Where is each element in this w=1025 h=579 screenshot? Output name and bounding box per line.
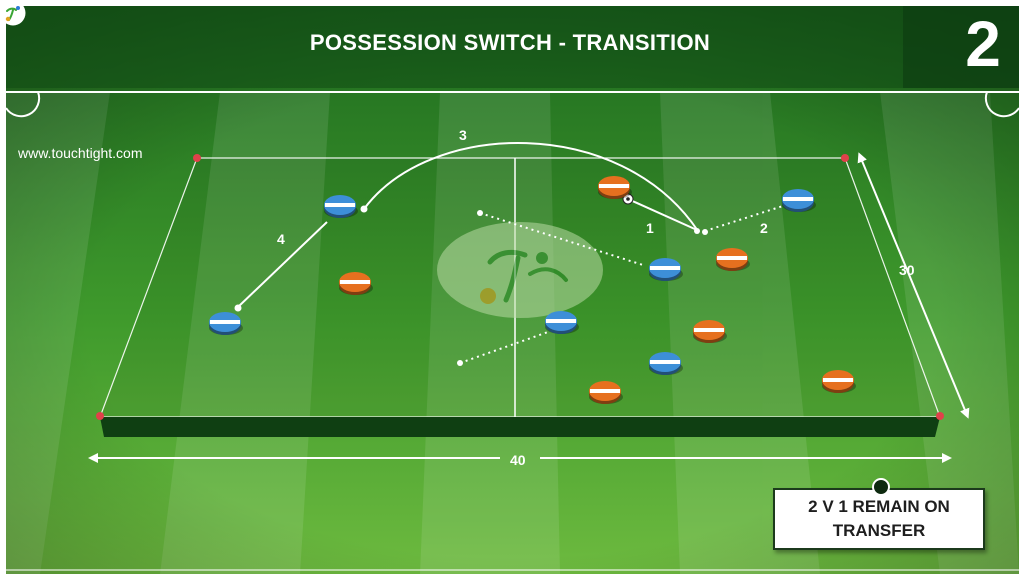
movement-lines bbox=[237, 141, 787, 364]
corner-arc-left bbox=[5, 91, 41, 118]
number-box bbox=[903, 6, 1019, 88]
length-label: 40 bbox=[510, 452, 526, 468]
orange-player-marker bbox=[339, 272, 373, 295]
pass-arc-3 bbox=[363, 141, 699, 232]
line-endpoint bbox=[702, 229, 708, 235]
orange-player-marker bbox=[589, 381, 623, 404]
action-label-4: 4 bbox=[277, 231, 285, 247]
end-wall bbox=[100, 417, 940, 437]
website-link[interactable]: www.touchtight.com bbox=[18, 145, 143, 161]
cone-marker bbox=[193, 154, 201, 162]
line-endpoint bbox=[234, 304, 242, 312]
players bbox=[209, 176, 856, 404]
run-line-upper bbox=[479, 212, 644, 266]
width-arrow bbox=[857, 152, 970, 419]
blue-player-marker bbox=[545, 311, 579, 334]
action-label-3: 3 bbox=[459, 127, 467, 143]
line-endpoints bbox=[234, 205, 708, 366]
drill-number: 2 bbox=[965, 8, 1001, 80]
corner-arc-right bbox=[984, 91, 1020, 118]
coaching-note: 2 V 1 REMAIN ON TRANSFER bbox=[773, 488, 985, 550]
pass-line-2 bbox=[704, 204, 787, 232]
blue-player-marker bbox=[649, 352, 683, 375]
orange-player-marker bbox=[716, 248, 750, 271]
note-text: 2 V 1 REMAIN ON TRANSFER bbox=[808, 497, 950, 540]
pass-line-1 bbox=[627, 198, 698, 231]
action-label-2: 2 bbox=[760, 220, 768, 236]
blue-player-marker bbox=[324, 195, 358, 218]
line-endpoint bbox=[360, 205, 368, 213]
line-endpoint bbox=[457, 360, 463, 366]
blue-player-marker bbox=[782, 189, 816, 212]
cone-marker bbox=[841, 154, 849, 162]
cone-marker bbox=[936, 412, 944, 420]
touchtight-logo-icon bbox=[0, 0, 26, 26]
orange-player-marker bbox=[822, 370, 856, 393]
pass-line-4 bbox=[237, 221, 328, 308]
header-band bbox=[6, 6, 1019, 88]
width-label: 30 bbox=[899, 262, 915, 278]
blue-player-marker bbox=[209, 312, 243, 335]
cone-markers bbox=[96, 154, 944, 420]
blue-player-marker bbox=[649, 258, 683, 281]
center-logo bbox=[437, 222, 603, 318]
line-endpoint bbox=[694, 228, 700, 234]
line-endpoint bbox=[477, 210, 483, 216]
cone-marker bbox=[96, 412, 104, 420]
ball-icon bbox=[622, 193, 634, 205]
action-label-1: 1 bbox=[646, 220, 654, 236]
page-title: POSSESSION SWITCH - TRANSITION bbox=[309, 30, 711, 55]
note-pin-icon bbox=[872, 478, 890, 496]
orange-player-marker bbox=[598, 176, 632, 199]
orange-player-marker bbox=[693, 320, 727, 343]
